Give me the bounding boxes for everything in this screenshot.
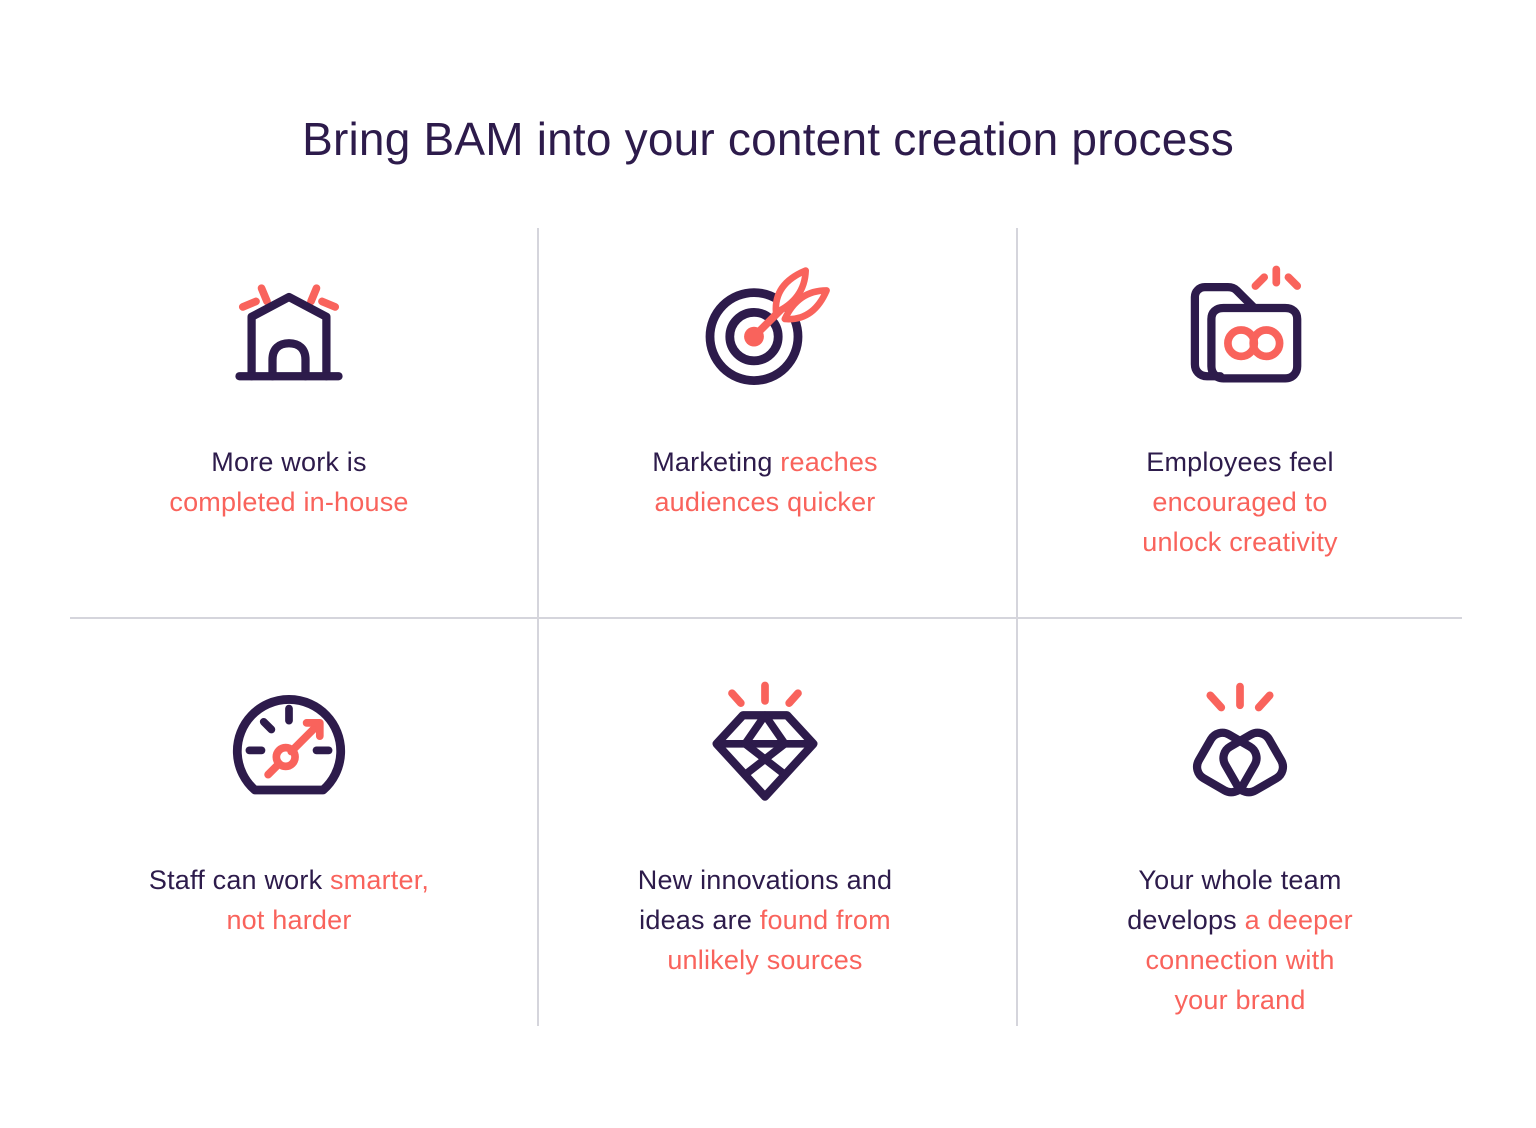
card-text: Employees feel encouraged to unlock crea… xyxy=(1142,442,1337,562)
text-segment: found from unlikely sources xyxy=(667,905,891,975)
text-segment: New innovations and ideas are xyxy=(637,865,893,935)
text-segment: Staff can work xyxy=(148,865,330,895)
diamond-rays-icon xyxy=(699,680,831,812)
card-text: Marketing reaches audiences quicker xyxy=(652,442,878,522)
folder-infinity-icon xyxy=(1174,264,1306,396)
card-staff: Staff can work smarter, not harder xyxy=(69,618,509,940)
card-text: More work is completed in-house xyxy=(169,442,408,522)
page-title: Bring BAM into your content creation pro… xyxy=(302,112,1234,165)
speedometer-icon xyxy=(223,680,355,812)
text-segment: Marketing xyxy=(652,447,781,477)
card-innovations: New innovations and ideas are found from… xyxy=(545,618,985,980)
target-arrow-icon xyxy=(699,264,831,396)
text-segment: completed in-house xyxy=(169,487,409,517)
card-text: Staff can work smarter, not harder xyxy=(149,860,429,940)
card-text: New innovations and ideas are found from… xyxy=(638,860,892,980)
text-segment: Employees feel xyxy=(1146,447,1334,477)
text-segment: a deeper connection with your brand xyxy=(1145,905,1353,1015)
card-employees: Employees feel encouraged to unlock crea… xyxy=(1020,228,1460,562)
text-segment: Your whole team develops xyxy=(1127,865,1342,935)
card-text: Your whole team develops a deeper connec… xyxy=(1127,860,1353,1020)
card-brand-connection: Your whole team develops a deeper connec… xyxy=(1020,618,1460,1020)
house-rays-icon xyxy=(223,264,355,396)
text-segment: More work is xyxy=(211,447,367,477)
heart-loop-rays-icon xyxy=(1174,680,1306,812)
vertical-divider xyxy=(1016,228,1018,1026)
horizontal-divider xyxy=(70,617,1462,619)
text-segment: smarter, not harder xyxy=(226,865,430,935)
card-in-house: More work is completed in-house xyxy=(69,228,509,522)
vertical-divider xyxy=(537,228,539,1026)
text-segment: encouraged to unlock creativity xyxy=(1142,487,1338,557)
text-segment: reaches audiences quicker xyxy=(654,447,878,517)
card-marketing: Marketing reaches audiences quicker xyxy=(545,228,985,522)
